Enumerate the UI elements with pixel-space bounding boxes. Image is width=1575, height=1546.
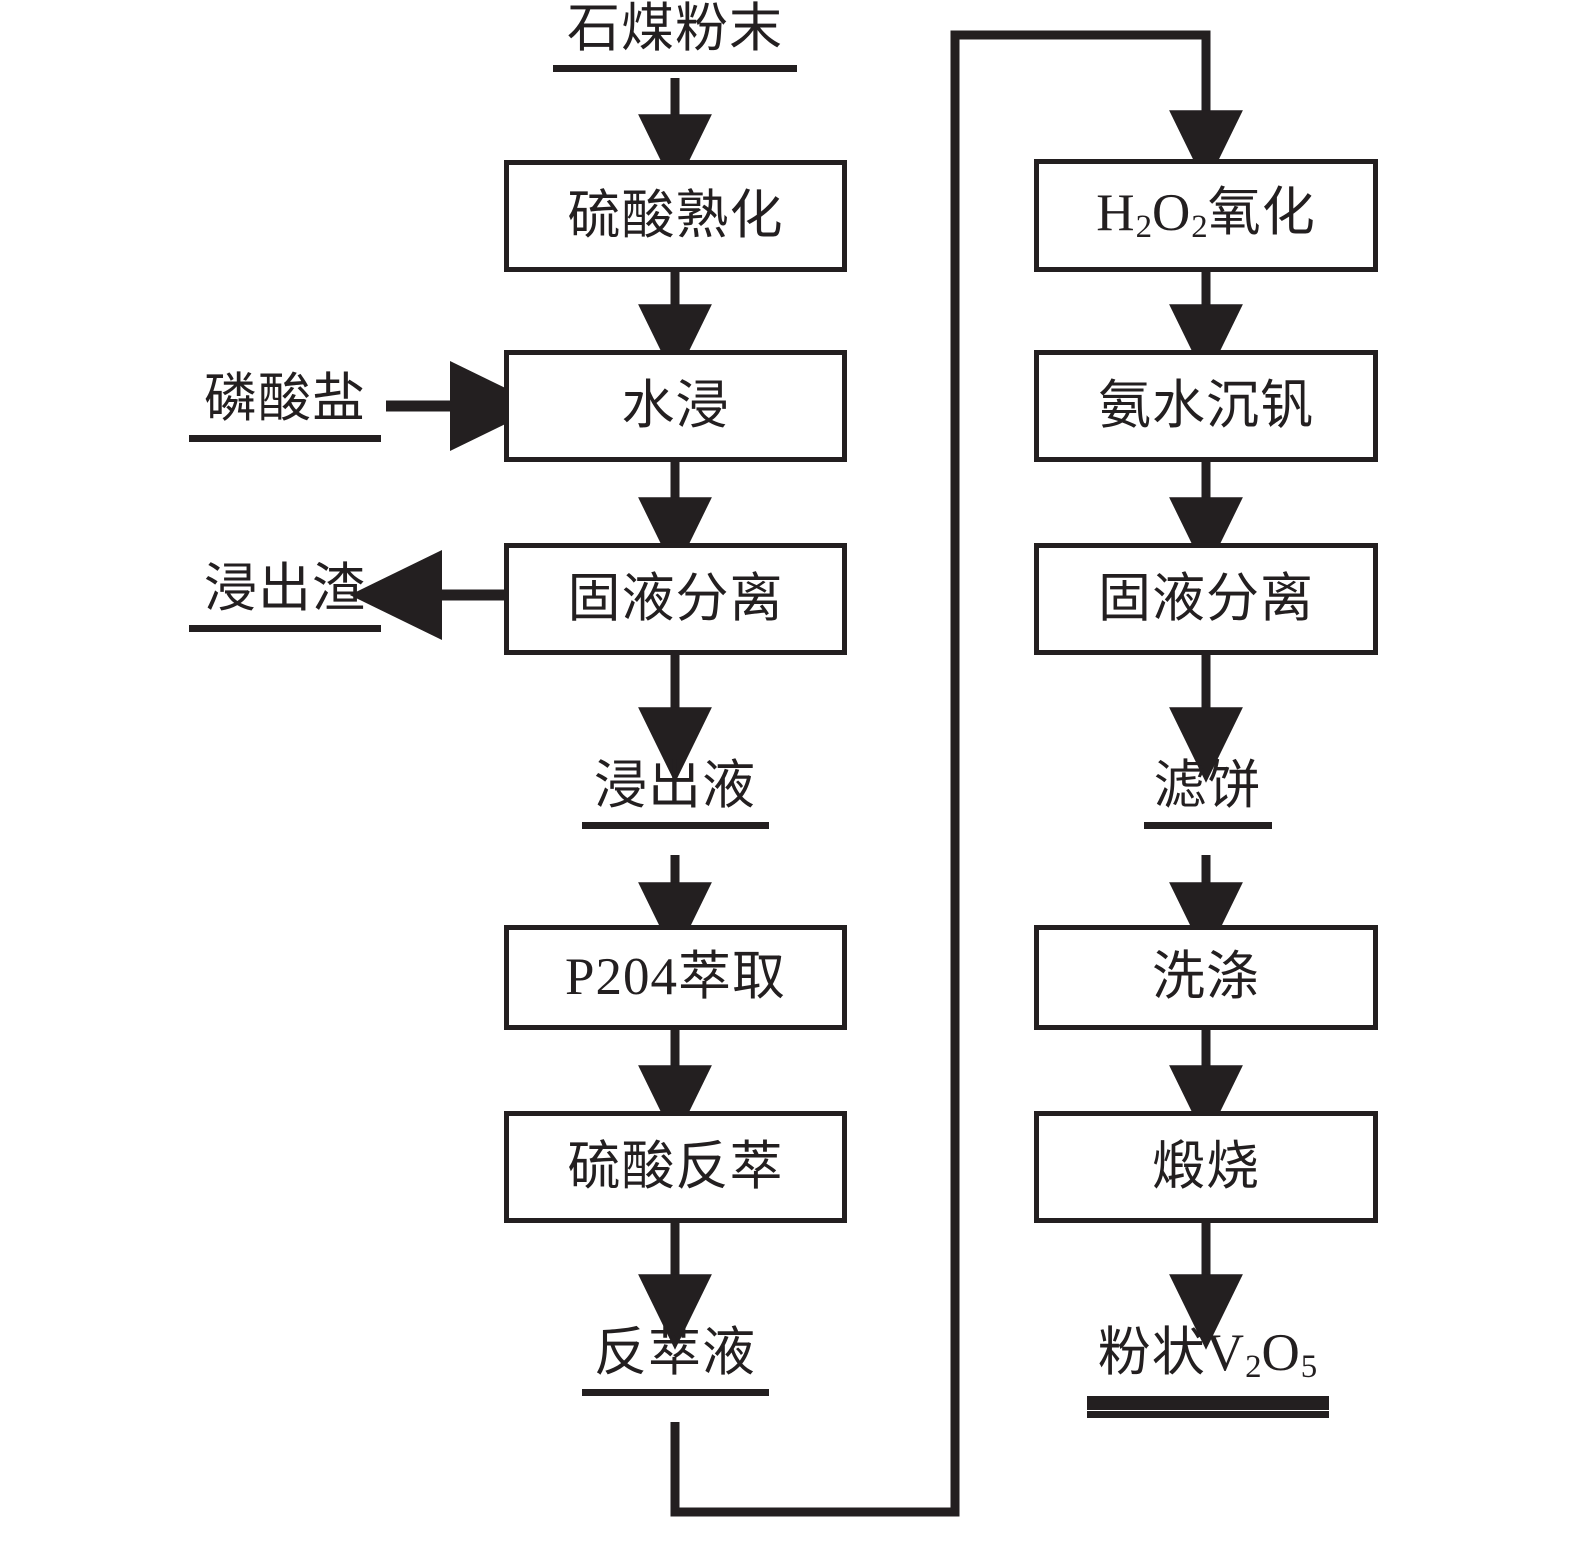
process-box-p204-extraction[interactable]: P204萃取 — [504, 925, 847, 1030]
leach-residue-underline — [189, 625, 381, 632]
process-box-washing-label: 洗涤 — [1152, 948, 1260, 1006]
product-prefix: 粉状V — [1097, 1324, 1246, 1382]
product-oxygen: O — [1261, 1324, 1301, 1382]
h2o2-sub-2a: 2 — [1135, 209, 1152, 246]
process-box-water-leaching-label: 水浸 — [621, 376, 730, 435]
filter-cake-text: 滤饼 — [1153, 757, 1262, 815]
process-box-sulfuric-acid-stripping-label: 硫酸反萃 — [567, 1137, 784, 1196]
leach-residue-text: 浸出渣 — [204, 560, 366, 618]
strip-liquor-underline — [581, 1389, 769, 1396]
process-box-p204-extraction-label: P204萃取 — [565, 948, 786, 1006]
h2o2-o: O — [1152, 183, 1192, 242]
phosphate-text: 磷酸盐 — [204, 370, 366, 428]
process-box-solid-liquid-separation-2[interactable]: 固液分离 — [1034, 543, 1378, 655]
process-box-water-leaching[interactable]: 水浸 — [504, 350, 847, 462]
stream-label-filter-cake: 滤饼 — [1130, 760, 1285, 829]
stream-label-phosphate: 磷酸盐 — [180, 373, 390, 442]
process-box-solid-liquid-separation-2-label: 固液分离 — [1098, 569, 1314, 628]
stream-label-leachate: 浸出液 — [560, 760, 790, 829]
process-box-sulfuric-acid-stripping[interactable]: 硫酸反萃 — [504, 1111, 847, 1223]
stream-label-stone-coal-powder: 石煤粉末 — [525, 3, 825, 72]
process-box-sulfuric-acid-curing-label: 硫酸熟化 — [567, 186, 784, 245]
leachate-underline — [581, 822, 769, 829]
stream-label-strip-liquor: 反萃液 — [560, 1327, 790, 1396]
product-sub-5: 5 — [1300, 1349, 1318, 1386]
product-double-underline — [1086, 1396, 1329, 1419]
filter-cake-underline — [1143, 822, 1272, 829]
product-sub-2: 2 — [1245, 1349, 1262, 1386]
strip-liquor-text: 反萃液 — [594, 1324, 756, 1382]
process-box-sulfuric-acid-curing[interactable]: 硫酸熟化 — [504, 160, 847, 272]
phosphate-underline — [189, 435, 381, 442]
process-box-calcination-label: 煅烧 — [1152, 1137, 1260, 1196]
stone-coal-powder-text: 石煤粉末 — [567, 0, 783, 58]
process-box-h2o2-oxidation-label: H2O2氧化 — [1096, 183, 1316, 246]
process-box-calcination[interactable]: 煅烧 — [1034, 1111, 1378, 1223]
process-box-solid-liquid-separation-1-label: 固液分离 — [567, 569, 784, 628]
h2o2-h: H — [1096, 183, 1136, 242]
leachate-text: 浸出液 — [594, 757, 756, 815]
stone-coal-powder-underline — [553, 65, 797, 72]
stream-label-product-v2o5: 粉状V2O5 — [1065, 1327, 1350, 1419]
process-box-solid-liquid-separation-1[interactable]: 固液分离 — [504, 543, 847, 655]
h2o2-sub-2b: 2 — [1191, 209, 1208, 246]
process-box-washing[interactable]: 洗涤 — [1034, 925, 1378, 1030]
product-v2o5-text: 粉状V2O5 — [1094, 1327, 1321, 1384]
process-box-ammonia-vanadium-precipitation[interactable]: 氨水沉钒 — [1034, 350, 1378, 462]
h2o2-suffix: 氧化 — [1207, 183, 1316, 242]
stream-label-leach-residue: 浸出渣 — [180, 563, 390, 632]
process-box-ammonia-vanadium-precipitation-label: 氨水沉钒 — [1098, 376, 1314, 435]
process-box-h2o2-oxidation[interactable]: H2O2氧化 — [1034, 159, 1378, 272]
